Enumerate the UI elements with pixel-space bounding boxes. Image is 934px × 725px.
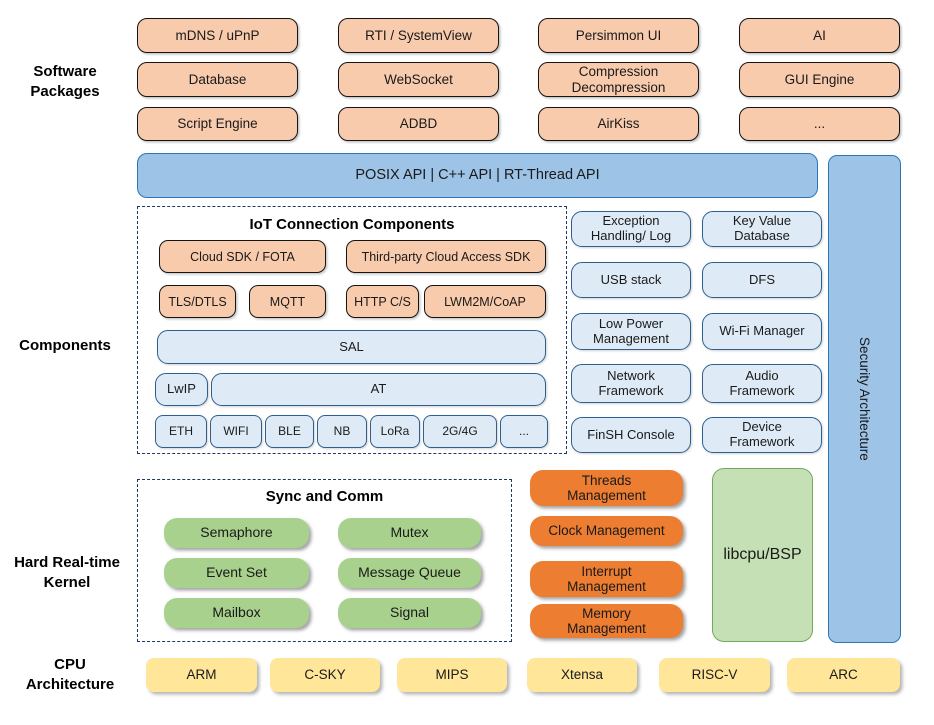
kernel-message-queue: Message Queue	[338, 558, 481, 588]
cpu-risc-v: RISC-V	[659, 658, 770, 692]
component-exception-handling-log: Exception Handling/ Log	[571, 211, 691, 247]
software-packages-label: Software Packages	[30, 63, 100, 101]
iot-lwm2m-coap: LWM2M/CoAP	[424, 285, 546, 318]
cpu-architecture-label: CPU Architecture	[25, 656, 115, 694]
package-ai: AI	[739, 18, 900, 53]
security-architecture-bar: Security Architecture	[828, 155, 901, 643]
iot-mqtt: MQTT	[249, 285, 326, 318]
package-airkiss: AirKiss	[538, 107, 699, 141]
cpu-mips: MIPS	[397, 658, 507, 692]
kernel-signal: Signal	[338, 598, 481, 628]
iot-link-2g4g: 2G/4G	[423, 415, 497, 448]
component-usb-stack: USB stack	[571, 262, 691, 298]
package-database: Database	[137, 62, 298, 97]
component-network-framework: Network Framework	[571, 364, 691, 403]
cpu-xtensa: Xtensa	[527, 658, 637, 692]
package-websocket: WebSocket	[338, 62, 499, 97]
iot-connection-components-group: IoT Connection Components Cloud SDK / FO…	[137, 206, 567, 454]
kernel-semaphore: Semaphore	[164, 518, 309, 548]
sync-and-comm-group: Sync and Comm Semaphore Mutex Event Set …	[137, 479, 512, 642]
iot-at-layer: AT	[211, 373, 546, 406]
component-device-framework: Device Framework	[702, 417, 822, 453]
package-rti-systemview: RTI / SystemView	[338, 18, 499, 53]
kernel-mailbox: Mailbox	[164, 598, 309, 628]
cpu-arc: ARC	[787, 658, 900, 692]
security-architecture-text: Security Architecture	[857, 337, 873, 461]
component-dfs: DFS	[702, 262, 822, 298]
iot-group-title: IoT Connection Components	[249, 216, 455, 233]
package-script-engine: Script Engine	[137, 107, 298, 141]
kernel-clock-management: Clock Management	[530, 516, 683, 546]
components-label: Components	[19, 337, 111, 354]
package-more: ...	[739, 107, 900, 141]
iot-link-lora: LoRa	[370, 415, 420, 448]
iot-link-wifi: WIFI	[210, 415, 262, 448]
component-wifi-manager: Wi-Fi Manager	[702, 313, 822, 350]
component-audio-framework: Audio Framework	[702, 364, 822, 403]
iot-third-party-sdk: Third-party Cloud Access SDK	[346, 240, 546, 273]
component-key-value-database: Key Value Database	[702, 211, 822, 247]
iot-sal-layer: SAL	[157, 330, 546, 364]
kernel-label: Hard Real-time Kernel	[14, 554, 120, 592]
kernel-interrupt-management: Interrupt Management	[530, 561, 683, 597]
api-bar: POSIX API | C++ API | RT-Thread API	[137, 153, 818, 198]
package-adbd: ADBD	[338, 107, 499, 141]
iot-cloud-sdk-fota: Cloud SDK / FOTA	[159, 240, 326, 273]
iot-link-nb: NB	[317, 415, 367, 448]
iot-link-ble: BLE	[265, 415, 314, 448]
cpu-c-sky: C-SKY	[270, 658, 380, 692]
kernel-threads-management: Threads Management	[530, 470, 683, 506]
cpu-arm: ARM	[146, 658, 257, 692]
sync-and-comm-title: Sync and Comm	[265, 488, 384, 505]
kernel-event-set: Event Set	[164, 558, 309, 588]
kernel-memory-management: Memory Management	[530, 604, 683, 638]
package-gui-engine: GUI Engine	[739, 62, 900, 97]
package-compression: Compression Decompression	[538, 62, 699, 97]
kernel-mutex: Mutex	[338, 518, 481, 548]
package-persimmon-ui: Persimmon UI	[538, 18, 699, 53]
iot-lwip: LwIP	[155, 373, 208, 406]
package-mdns-upnp: mDNS / uPnP	[137, 18, 298, 53]
component-finsh-console: FinSH Console	[571, 417, 691, 453]
iot-http-cs: HTTP C/S	[346, 285, 419, 318]
libcpu-bsp-box: libcpu/BSP	[712, 468, 813, 642]
iot-link-more: ...	[500, 415, 548, 448]
iot-tls-dtls: TLS/DTLS	[159, 285, 236, 318]
iot-link-eth: ETH	[155, 415, 207, 448]
component-low-power-management: Low Power Management	[571, 313, 691, 350]
